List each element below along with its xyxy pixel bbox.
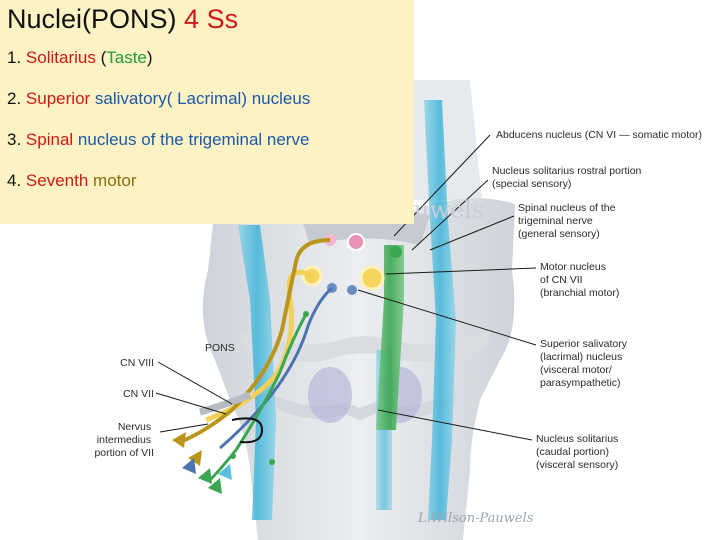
- fiber-gray: [199, 391, 252, 416]
- green-tract: [376, 245, 404, 430]
- watermark: uwels: [414, 196, 484, 224]
- leader-motor-vii: [385, 267, 537, 275]
- leader-solitarius-rostral: [411, 179, 489, 251]
- note-item-part: Seventh: [25, 171, 89, 190]
- leader-nervus-intermedius: [159, 423, 209, 433]
- label-abducens: Abducens nucleus (CN VI — somatic motor): [496, 129, 702, 141]
- note-item-number: 1.: [7, 48, 22, 67]
- note-item-number: 2.: [7, 89, 22, 108]
- olive-region: [308, 367, 352, 423]
- fiber-green: [208, 313, 308, 482]
- note-item-number: 3.: [7, 130, 22, 149]
- note-title: Nuclei(PONS) 4 Ss: [7, 2, 414, 36]
- leader-cn-viii: [157, 361, 233, 405]
- leader-superior-salivatory: [357, 289, 537, 346]
- arrow-blue: [182, 458, 196, 474]
- label-cn-viii: CN VIII: [120, 357, 154, 369]
- label-solitarius-rostral: Nucleus solitarius rostral portion (spec…: [492, 165, 644, 190]
- abducens-nucleus: [347, 233, 365, 251]
- leader-cn-vii: [155, 392, 227, 415]
- fiber-olive-motor: [179, 238, 331, 444]
- solitarius-rostral-nucleus: [390, 246, 402, 258]
- note-item-1: 1. Solitarius (Taste): [7, 48, 414, 68]
- arrow-olive-1: [172, 432, 186, 448]
- salivatory-nucleus: [347, 285, 357, 295]
- fiber-dot-3: [269, 459, 275, 465]
- fiber-dot-2: [230, 453, 236, 459]
- note-title-main: Nuclei(PONS): [7, 4, 177, 34]
- label-pons: PONS: [205, 342, 235, 354]
- note-item-part: motor: [88, 171, 137, 190]
- note-item-part: Taste: [106, 48, 147, 67]
- signature: L.Wilson-Pauwels: [417, 511, 534, 526]
- arrow-green-2: [208, 478, 222, 494]
- note-title-count: 4 Ss: [184, 4, 239, 34]
- note-item-part: salivatory( Lacrimal) nucleus: [90, 89, 311, 108]
- note-item-number: 4.: [7, 171, 22, 190]
- arrow-green-1: [198, 468, 212, 484]
- nerve-black-loop: [231, 417, 264, 444]
- label-superior-salivatory: Superior salivatory (lacrimal) nucleus (…: [540, 338, 630, 389]
- note-item-part: Solitarius: [25, 48, 96, 67]
- note-item-part: Superior: [25, 89, 91, 108]
- arrow-olive-2: [188, 450, 202, 466]
- note-item-part: nucleus of the trigeminal nerve: [73, 130, 310, 149]
- leader-spinal-trigeminal: [429, 215, 515, 251]
- fiber-blue: [219, 286, 333, 450]
- pons-ridges: [240, 330, 490, 362]
- label-spinal-trigeminal: Spinal nucleus of the trigeminal nerve (…: [518, 202, 618, 240]
- note-item-3: 3. Spinal nucleus of the trigeminal nerv…: [7, 130, 414, 150]
- nuclei-note-panel: Nuclei(PONS) 4 Ss 1. Solitarius (Taste) …: [0, 0, 414, 224]
- leader-solitarius-caudal: [377, 409, 533, 441]
- arrow-cyan: [218, 464, 232, 480]
- motor-vii-nucleus-right: [359, 265, 385, 291]
- fiber-dot-1: [303, 311, 309, 317]
- note-item-4: 4. Seventh motor: [7, 171, 414, 191]
- cyan-tract-left: [238, 225, 276, 520]
- note-item-part: Spinal: [25, 130, 74, 149]
- note-item-part: ): [146, 48, 153, 67]
- label-solitarius-caudal: Nucleus solitarius (caudal portion) (vis…: [536, 433, 621, 471]
- label-nervus-intermedius: Nervus intermedius portion of VII: [94, 421, 154, 459]
- cyan-tract-right: [424, 100, 456, 520]
- label-cn-vii: CN VII: [123, 388, 154, 400]
- note-item-part: (: [95, 48, 107, 67]
- note-item-2: 2. Superior salivatory( Lacrimal) nucleu…: [7, 89, 414, 109]
- label-motor-vii: Motor nucleus of CN VII (branchial motor…: [540, 261, 619, 299]
